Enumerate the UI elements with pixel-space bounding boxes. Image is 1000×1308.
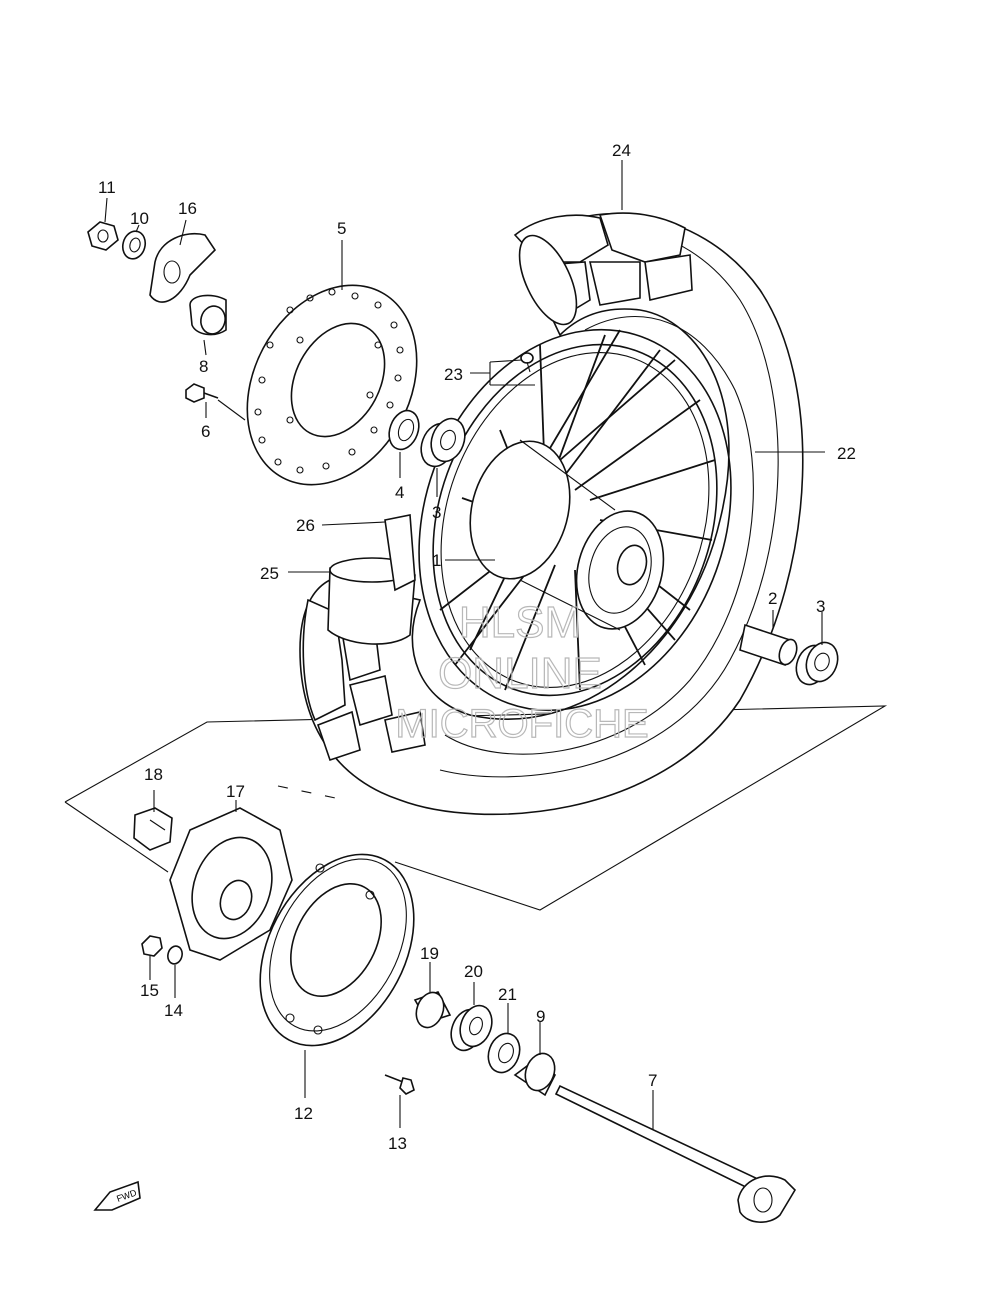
callout-16: 16 [178,199,197,218]
callout-13: 13 [388,1134,407,1153]
callout-25: 25 [260,564,279,583]
callout-26: 26 [296,516,315,535]
callout-4: 4 [395,483,404,502]
callout-20: 20 [464,962,483,981]
chain-adjuster-plate [149,233,217,303]
callout-numbers: 24 11 10 16 5 8 23 6 22 4 3 26 1 25 2 3 … [98,141,856,1153]
nut-15 [141,935,163,957]
callout-7: 7 [648,1071,657,1090]
washer-10 [121,230,147,260]
collar-8 [189,294,227,336]
callout-1: 1 [432,551,441,570]
callout-15: 15 [140,981,159,1000]
watermark-line-2: ONLINE [438,649,602,698]
sprocket-carrier [169,807,293,961]
valve-cap [520,352,534,373]
oil-seal-left [388,409,420,451]
brake-disc [246,284,418,486]
cush-damper [133,807,173,851]
callout-21: 21 [498,985,517,1004]
callout-24: 24 [612,141,631,160]
leader-lines [104,160,825,1130]
disc-holes [254,288,404,474]
oil-seal-21 [487,1032,521,1074]
callout-12: 12 [294,1104,313,1123]
callout-5: 5 [337,219,346,238]
axle [554,1084,797,1223]
watermark-line-3: MICROFICHE [395,702,648,746]
callout-17: 17 [226,782,245,801]
assembly-plane [64,705,888,911]
bolt-6 [185,383,219,403]
callout-23: 23 [444,365,463,384]
callout-8: 8 [199,357,208,376]
callout-9: 9 [536,1007,545,1026]
callout-3-right: 3 [816,597,825,616]
watermark: HLSM ONLINE MICROFICHE [395,597,650,746]
rim-band-and-valve [327,514,416,645]
callout-14: 14 [164,1001,183,1020]
forward-direction-arrow: FWD [93,1180,141,1211]
spacer [739,623,798,667]
watermark-line-1: HLSM [459,598,581,647]
callout-22: 22 [837,444,856,463]
callout-10: 10 [130,209,149,228]
callout-18: 18 [144,765,163,784]
spacer-9 [513,1052,557,1097]
callout-6: 6 [201,422,210,441]
bearing-right [795,641,839,686]
callout-3-left: 3 [432,503,441,522]
nut-11 [87,221,119,251]
callout-11: 11 [98,178,116,197]
hub [469,439,665,631]
sprocket [259,853,415,1047]
spacer-19 [413,991,452,1029]
bearing-left [420,417,466,468]
washer-14 [167,945,183,965]
bolt-13 [384,1074,415,1095]
callout-2: 2 [768,589,777,608]
callout-19: 19 [420,944,439,963]
bearing-20 [450,1004,493,1052]
